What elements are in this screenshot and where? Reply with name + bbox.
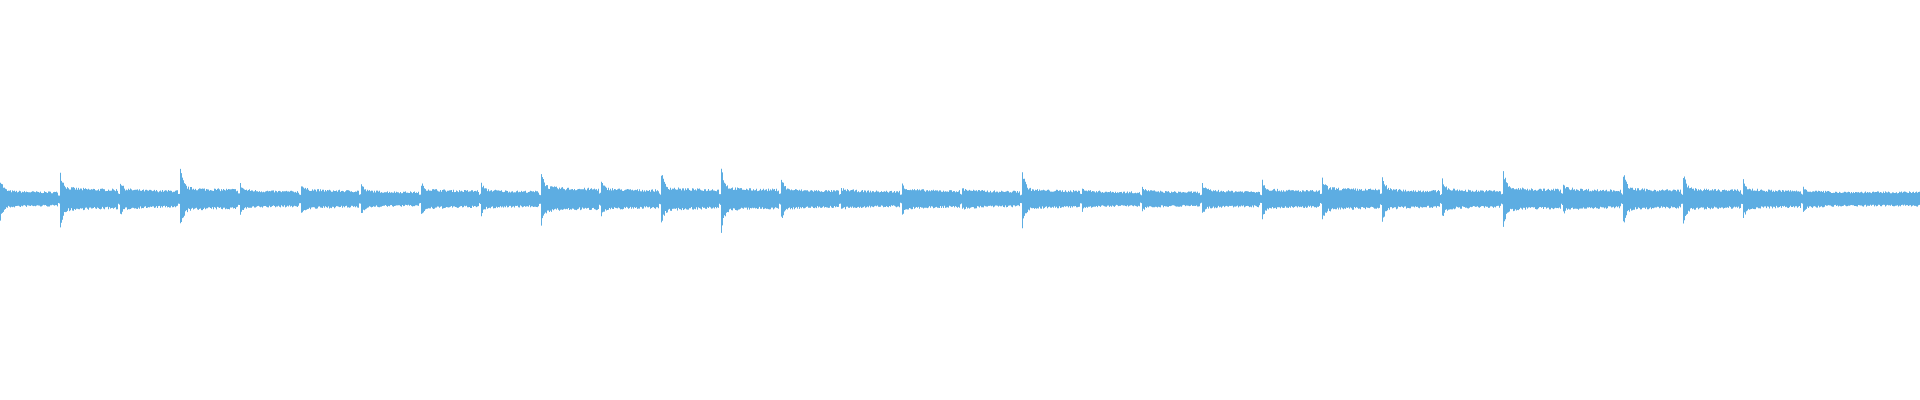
waveform-segment xyxy=(421,183,481,214)
waveform-segment xyxy=(1382,177,1442,222)
waveform-segment xyxy=(240,183,301,215)
waveform-segment xyxy=(1082,188,1142,212)
waveform-segment xyxy=(481,182,541,217)
waveform-segment xyxy=(661,175,721,223)
waveform-segment xyxy=(1743,179,1803,218)
waveform-segment xyxy=(1563,184,1623,214)
waveform-segments xyxy=(0,168,1920,233)
waveform-segment xyxy=(721,168,781,233)
waveform-segment xyxy=(781,179,841,218)
waveform-segment xyxy=(1262,179,1322,220)
waveform-segment xyxy=(962,188,1022,210)
waveform-segment xyxy=(541,174,601,226)
waveform-segment xyxy=(180,168,240,224)
waveform-segment xyxy=(60,172,120,228)
waveform-segment xyxy=(1442,178,1503,216)
waveform-segment xyxy=(1803,186,1920,212)
waveform-segment xyxy=(361,184,421,213)
waveform-segment xyxy=(902,183,962,215)
waveform-segment xyxy=(301,186,361,213)
waveform-segment xyxy=(1683,176,1743,224)
waveform-segment xyxy=(841,188,902,210)
waveform-segment xyxy=(601,181,661,217)
waveform-segment xyxy=(1022,172,1082,229)
waveform-segment xyxy=(1322,177,1382,220)
waveform-segment xyxy=(1202,183,1262,213)
waveform-segment xyxy=(1503,171,1563,227)
waveform-segment xyxy=(0,182,60,221)
waveform-segment xyxy=(1142,186,1202,212)
waveform-segment xyxy=(120,183,180,215)
waveform-segment xyxy=(1623,175,1683,223)
